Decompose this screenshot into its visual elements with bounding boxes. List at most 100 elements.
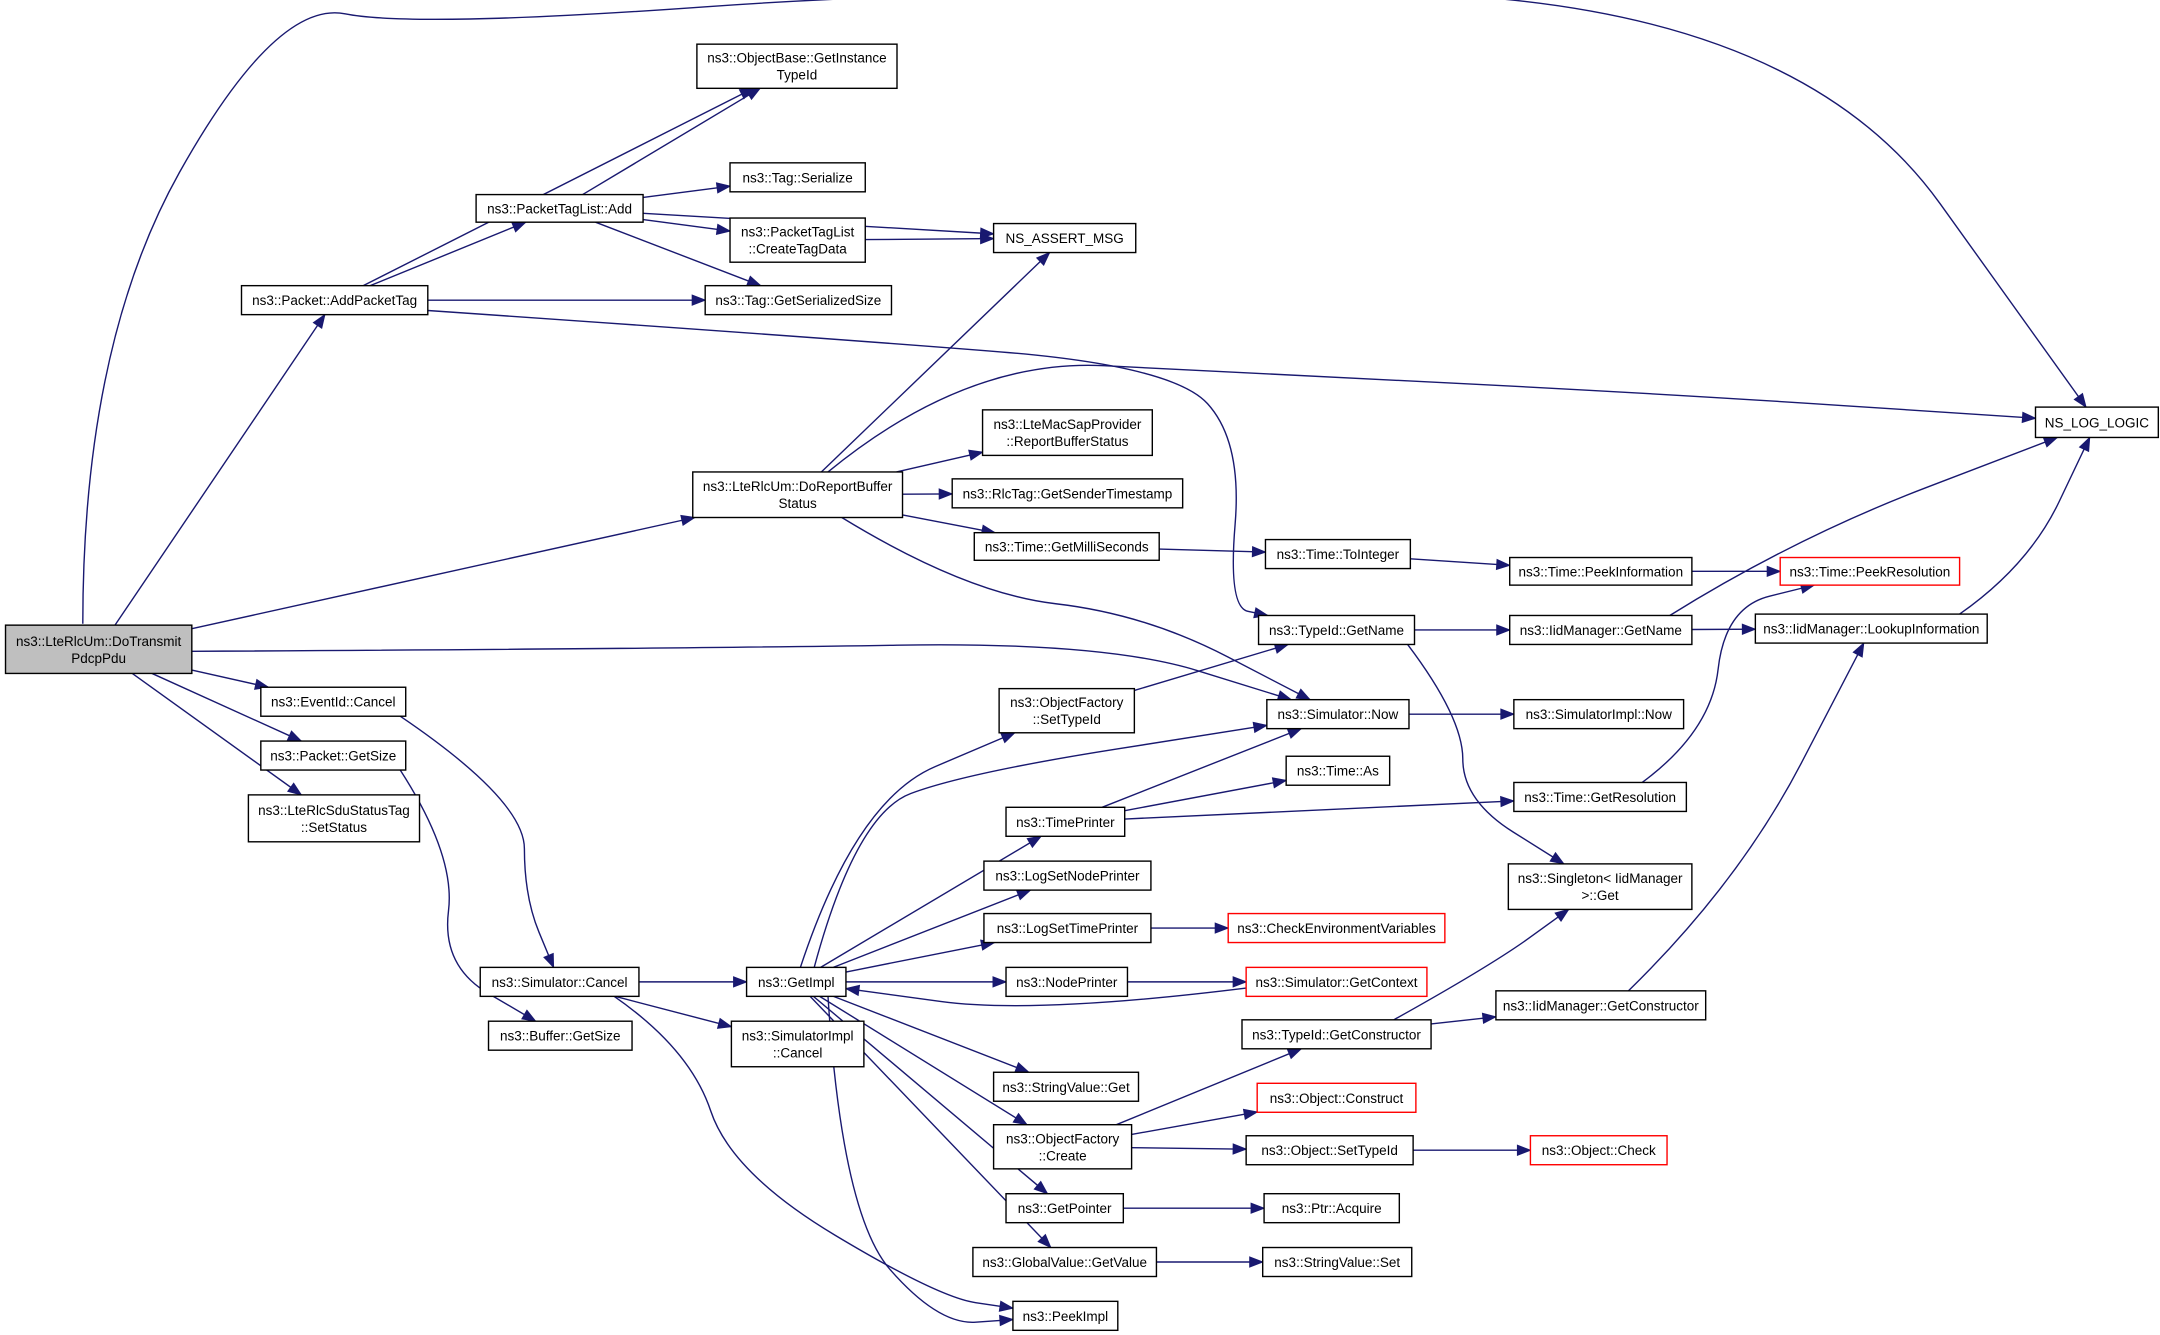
function-node-label: ns3::Tag::Serialize bbox=[742, 170, 852, 185]
function-node-timeGetResolution[interactable]: ns3::Time::GetResolution bbox=[1513, 781, 1688, 813]
arrowhead-icon bbox=[1481, 1012, 1498, 1024]
function-node-checkEnvVars[interactable]: ns3::CheckEnvironmentVariables bbox=[1227, 912, 1446, 944]
function-node-objectFactorySetTypeId[interactable]: ns3::ObjectFactory::SetTypeId bbox=[998, 687, 1136, 734]
function-node-getPointer[interactable]: ns3::GetPointer bbox=[1005, 1192, 1125, 1224]
call-edge-timePeekInformation-to-timePeekResolution bbox=[1691, 565, 1782, 578]
call-edge-getImpl-to-timePrinter bbox=[820, 835, 1043, 968]
function-node-box bbox=[240, 284, 429, 316]
function-node-simulatorImplNow[interactable]: ns3::SimulatorImpl::Now bbox=[1513, 698, 1685, 730]
function-node-simulatorImplCancel[interactable]: ns3::SimulatorImpl::Cancel bbox=[730, 1020, 865, 1068]
function-node-label: ns3::Packet::AddPacketTag bbox=[252, 293, 417, 308]
call-edge-doReportBufferStatus-to-simulatorNow bbox=[841, 516, 1312, 701]
function-node-objectFactoryCreate[interactable]: ns3::ObjectFactory::Create bbox=[992, 1123, 1133, 1170]
function-node-box bbox=[992, 222, 1137, 254]
arrowhead-icon bbox=[968, 449, 984, 461]
function-node-bufferGetSize[interactable]: ns3::Buffer::GetSize bbox=[487, 1020, 633, 1051]
function-node-label: Status bbox=[778, 496, 817, 511]
function-node-packetTagListAdd[interactable]: ns3::PacketTagList::Add bbox=[475, 193, 644, 223]
function-node-rlcTagGetSender[interactable]: ns3::RlcTag::GetSenderTimestamp bbox=[951, 478, 1184, 509]
function-node-iidGetConstructor[interactable]: ns3::IidManager::GetConstructor bbox=[1495, 990, 1707, 1021]
function-node-logSetNodePrinter[interactable]: ns3::LogSetNodePrinter bbox=[983, 860, 1152, 891]
function-node-typeIdGetName[interactable]: ns3::TypeId::GetName bbox=[1257, 614, 1416, 646]
arrowhead-icon bbox=[680, 514, 697, 527]
call-edge-line bbox=[902, 514, 996, 534]
function-node-getImpl[interactable]: ns3::GetImpl bbox=[745, 966, 847, 998]
function-node-sduStatusTag[interactable]: ns3::LteRlcSduStatusTag::SetStatus bbox=[247, 794, 421, 843]
function-node-label: ns3::Time::PeekInformation bbox=[1519, 564, 1684, 579]
function-node-box bbox=[696, 43, 898, 90]
function-node-simulatorGetContext[interactable]: ns3::Simulator::GetContext bbox=[1245, 966, 1428, 998]
arrowhead-icon bbox=[286, 730, 303, 742]
function-node-timeAs[interactable]: ns3::Time::As bbox=[1285, 755, 1391, 786]
function-node-stringValueGet[interactable]: ns3::StringValue::Get bbox=[992, 1071, 1140, 1102]
call-edge-timePrinter-to-simulatorNow bbox=[1101, 727, 1303, 808]
function-node-createTagData[interactable]: ns3::PacketTagList::CreateTagData bbox=[729, 217, 866, 263]
call-edge-line bbox=[820, 835, 1042, 968]
function-node-tagGetSerializedSize[interactable]: ns3::Tag::GetSerializedSize bbox=[704, 284, 893, 316]
function-node-peekImpl[interactable]: ns3::PeekImpl bbox=[1012, 1300, 1119, 1332]
arrowhead-icon bbox=[1026, 835, 1043, 849]
function-node-iidGetName[interactable]: ns3::IidManager::GetName bbox=[1509, 614, 1693, 646]
function-node-timeGetMilliSeconds[interactable]: ns3::Time::GetMilliSeconds bbox=[973, 531, 1160, 561]
function-node-typeIdGetConstructor[interactable]: ns3::TypeId::GetConstructor bbox=[1241, 1019, 1432, 1050]
function-node-objectCheck[interactable]: ns3::Object::Check bbox=[1529, 1135, 1668, 1166]
function-node-singletonGet[interactable]: ns3::Singleton< IidManager>::Get bbox=[1507, 863, 1693, 911]
function-node-timeToInteger[interactable]: ns3::Time::ToInteger bbox=[1264, 538, 1412, 570]
arrowhead-icon bbox=[716, 1017, 733, 1029]
call-edge-line bbox=[1101, 727, 1302, 808]
call-edge-line bbox=[1959, 437, 2091, 615]
function-node-logSetTimePrinter[interactable]: ns3::LogSetTimePrinter bbox=[983, 912, 1152, 944]
call-edge-getImpl-to-stringValueGet bbox=[833, 995, 1031, 1073]
call-edge-line bbox=[1124, 779, 1287, 812]
function-node-iidLookupInformation[interactable]: ns3::IidManager::LookupInformation bbox=[1754, 613, 1988, 644]
function-node-timePeekResolution[interactable]: ns3::Time::PeekResolution bbox=[1779, 556, 1961, 586]
function-node-packetGetSize[interactable]: ns3::Packet::GetSize bbox=[260, 740, 407, 771]
call-edge-getImpl-to-objectFactoryCreate bbox=[819, 995, 1029, 1126]
function-node-box bbox=[972, 1246, 1158, 1278]
function-node-box bbox=[1245, 1135, 1414, 1166]
function-node-timePrinter[interactable]: ns3::TimePrinter bbox=[1005, 806, 1126, 837]
function-node-addPacketTag[interactable]: ns3::Packet::AddPacketTag bbox=[240, 284, 429, 316]
arrowhead-icon bbox=[1766, 565, 1782, 578]
function-node-timePeekInformation[interactable]: ns3::Time::PeekInformation bbox=[1509, 556, 1693, 586]
function-node-nsAssertMsg[interactable]: NS_ASSERT_MSG bbox=[992, 222, 1137, 254]
function-node-box bbox=[1256, 1082, 1417, 1113]
arrowhead-icon bbox=[1249, 1256, 1265, 1268]
function-node-reportBufferStatus[interactable]: ns3::LteMacSapProvider::ReportBufferStat… bbox=[981, 409, 1154, 457]
arrowhead-icon bbox=[1014, 1062, 1031, 1073]
call-edge-line bbox=[151, 672, 302, 742]
call-edge-line bbox=[114, 314, 326, 626]
function-node-label: ns3::GetPointer bbox=[1018, 1201, 1112, 1216]
function-node-tagSerialize[interactable]: ns3::Tag::Serialize bbox=[729, 162, 866, 193]
function-node-ptrAcquire[interactable]: ns3::Ptr::Acquire bbox=[1263, 1192, 1401, 1224]
call-edge-getPointer-to-ptrAcquire bbox=[1123, 1202, 1266, 1214]
call-edge-line bbox=[841, 516, 1311, 701]
function-node-label: ns3::Singleton< IidManager bbox=[1518, 871, 1683, 886]
function-node-simulatorCancel[interactable]: ns3::Simulator::Cancel bbox=[479, 966, 640, 998]
function-node-stringValueSet[interactable]: ns3::StringValue::Set bbox=[1261, 1246, 1413, 1278]
arrowhead-icon bbox=[745, 275, 762, 287]
function-node-nodePrinter[interactable]: ns3::NodePrinter bbox=[1005, 966, 1129, 998]
call-edge-root-to-addPacketTag bbox=[114, 313, 326, 626]
function-node-label: ns3::Time::ToInteger bbox=[1277, 547, 1400, 562]
call-edge-line bbox=[896, 451, 983, 473]
function-node-objectSetTypeId[interactable]: ns3::Object::SetTypeId bbox=[1245, 1135, 1414, 1166]
function-node-globalValueGetValue[interactable]: ns3::GlobalValue::GetValue bbox=[972, 1246, 1158, 1278]
function-node-nsLogLogic[interactable]: NS_LOG_LOGIC bbox=[2034, 406, 2160, 439]
function-node-box bbox=[1509, 614, 1693, 646]
function-node-eventIdCancel[interactable]: ns3::EventId::Cancel bbox=[260, 686, 407, 717]
function-node-box bbox=[2034, 406, 2160, 439]
function-node-label: ns3::StringValue::Set bbox=[1274, 1255, 1400, 1270]
function-node-label: ns3::NodePrinter bbox=[1016, 975, 1118, 990]
function-node-label: ns3::IidManager::GetName bbox=[1520, 623, 1682, 638]
function-node-box bbox=[1779, 556, 1961, 586]
function-node-box bbox=[745, 966, 847, 998]
call-edge-globalValueGetValue-to-stringValueSet bbox=[1156, 1256, 1265, 1268]
call-edge-line bbox=[582, 87, 761, 196]
call-edge-simulatorCancel-to-peekImpl bbox=[613, 995, 1015, 1312]
function-node-objectConstruct[interactable]: ns3::Object::Construct bbox=[1256, 1082, 1417, 1113]
function-node-simulatorNow[interactable]: ns3::Simulator::Now bbox=[1266, 698, 1410, 730]
